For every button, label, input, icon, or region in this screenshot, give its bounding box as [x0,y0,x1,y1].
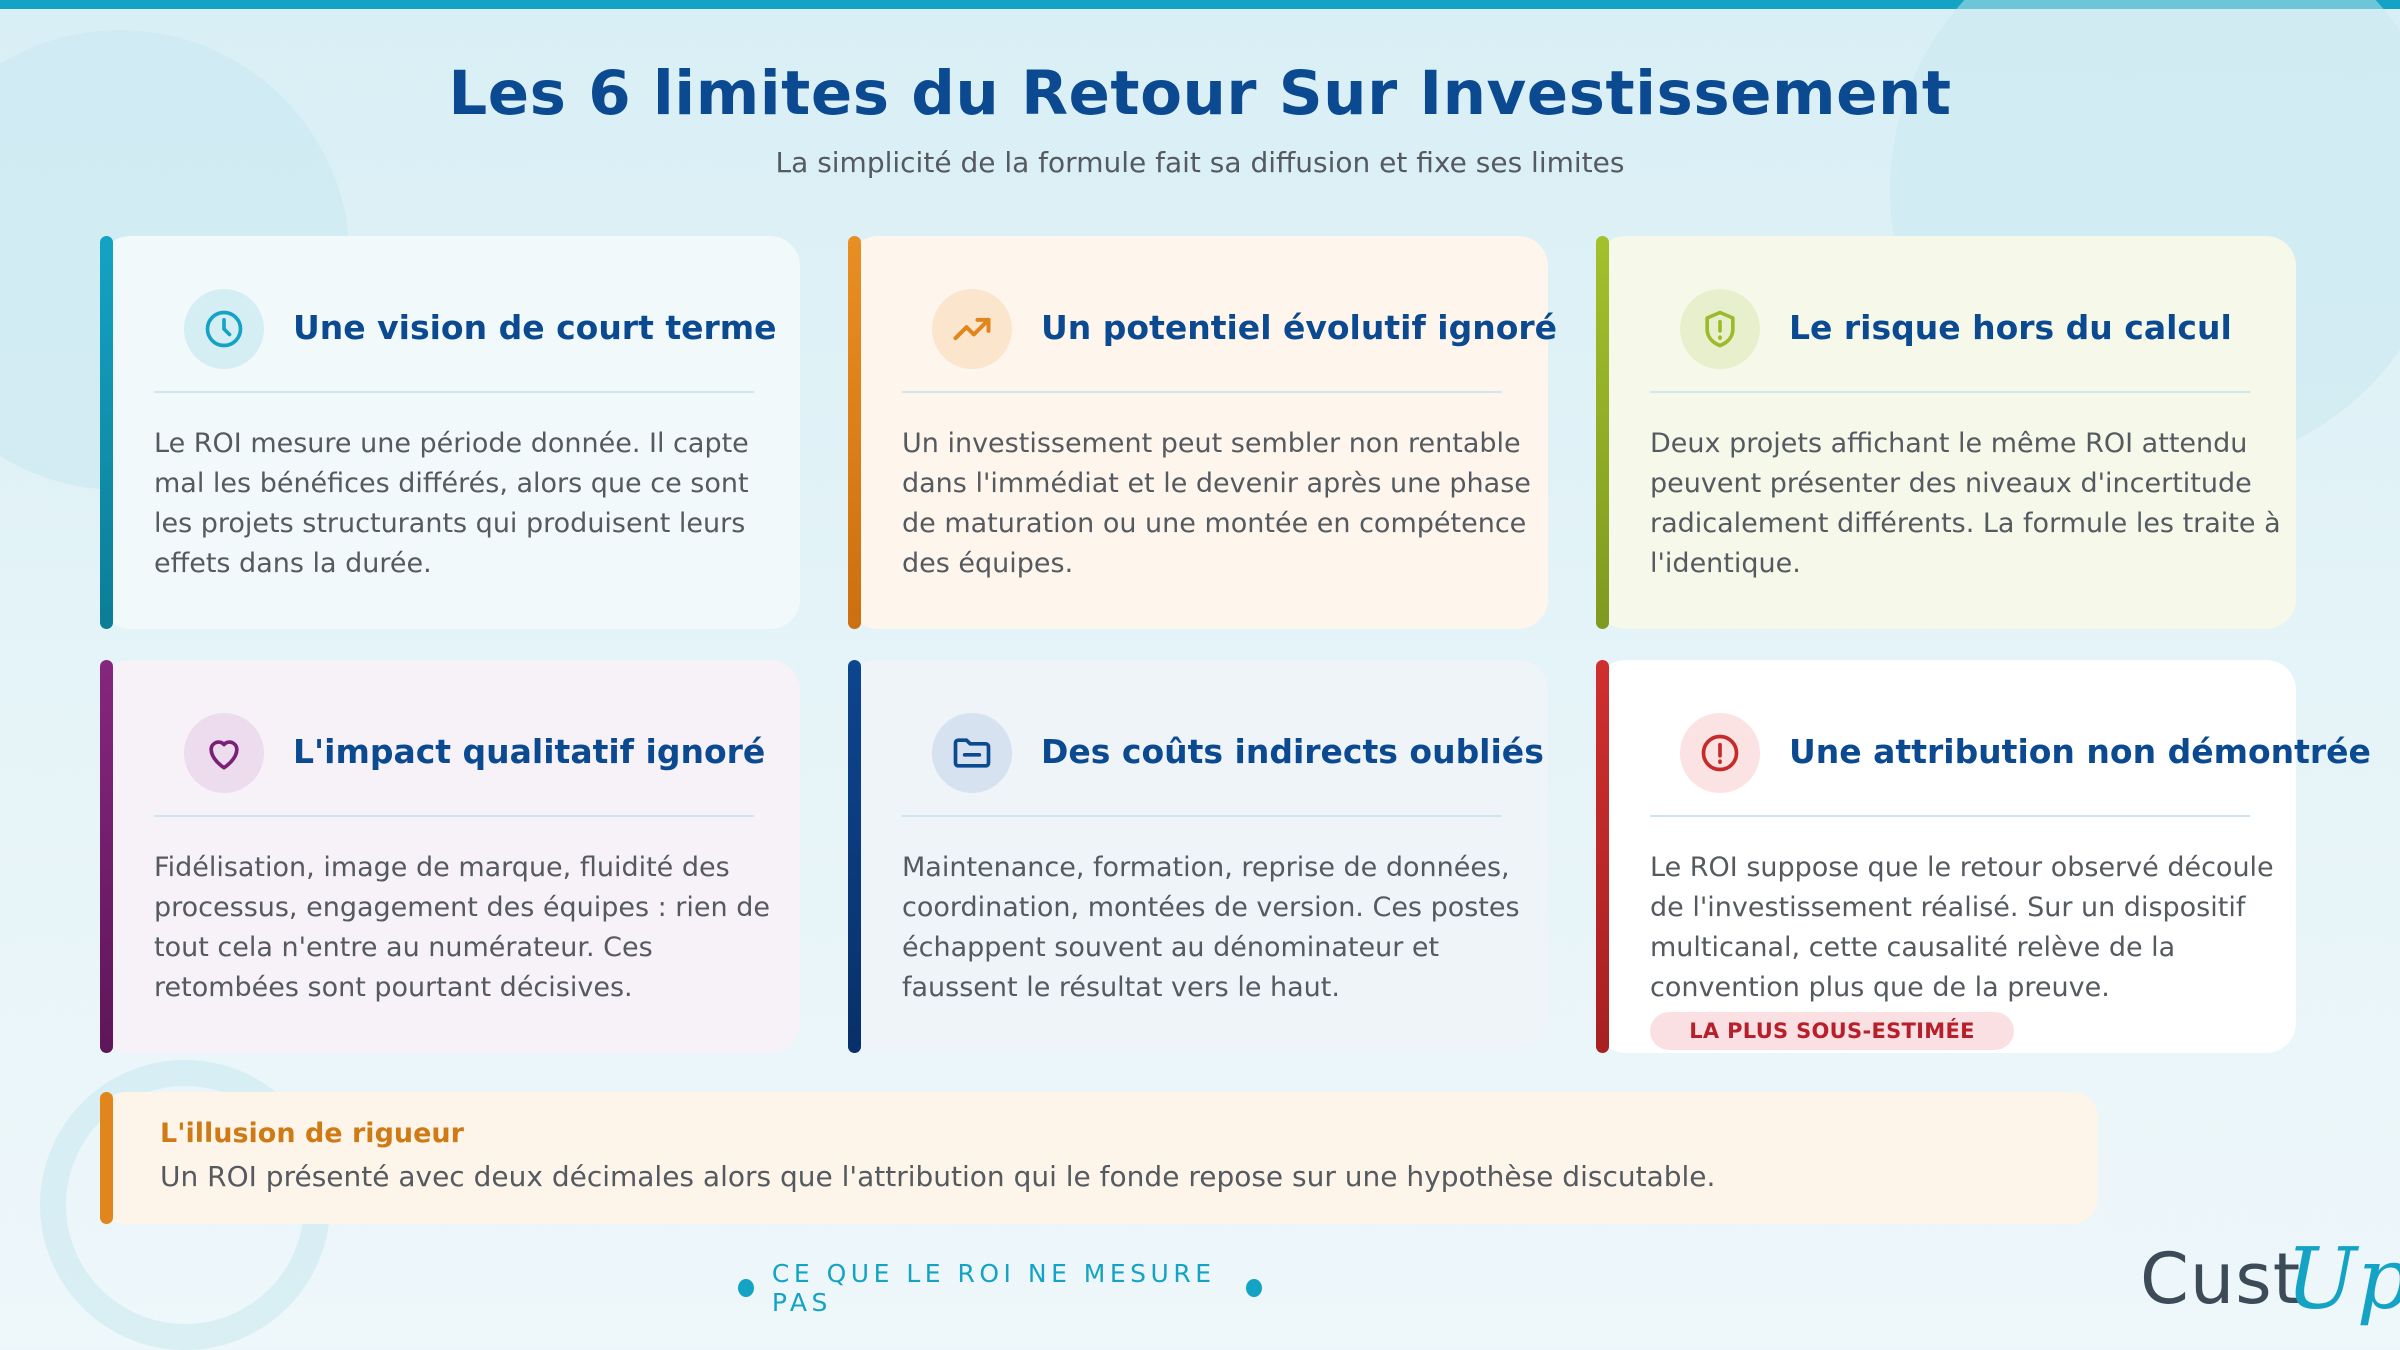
custup-logo: Cust Up [2138,1230,2400,1328]
banner-title: L'illusion de rigueur [160,1118,464,1149]
card-accent-bar [1596,660,1609,1053]
page-subtitle: La simplicité de la formule fait sa diff… [775,146,1625,179]
logo-text-cust: Cust [2140,1238,2302,1320]
card-title: Un potentiel évolutif ignoré [1041,308,1558,347]
illusion-banner: L'illusion de rigueur Un ROI présenté av… [100,1092,2098,1224]
page-title: Les 6 limites du Retour Sur Investisseme… [448,58,1952,129]
card-title: Des coûts indirects oubliés [1041,732,1544,771]
footer-tagline: CE QUE LE ROI NE MESURE PAS [720,1259,1280,1317]
footer-text: CE QUE LE ROI NE MESURE PAS [771,1259,1216,1317]
card-accent-bar [1596,236,1609,629]
card-text: Fidélisation, image de marque, fluidité … [154,852,770,1003]
card-divider [154,815,754,817]
card-divider [1650,391,2250,393]
trending-up-icon [932,289,1012,369]
card-accent-bar [100,660,113,1053]
card-accent-bar [100,236,113,629]
card-potentiel-evolutif: Un potentiel évolutif ignoré Un investis… [848,236,1557,629]
alert-circle-icon [1680,713,1760,793]
card-text: Un investissement peut sembler non renta… [902,428,1531,579]
top-accent-bar [0,0,2400,9]
card-accent-bar [848,660,861,1053]
card-title: Le risque hors du calcul [1789,308,2232,347]
card-risque: Le risque hors du calcul Deux projets af… [1596,236,2296,629]
card-title: L'impact qualitatif ignoré [293,732,766,771]
highlight-badge: LA PLUS SOUS-ESTIMÉE [1650,1012,2014,1050]
folder-icon [932,713,1012,793]
card-impact-qualitatif: L'impact qualitatif ignoré Fidélisation,… [100,660,800,1053]
banner-text: Un ROI présenté avec deux décimales alor… [160,1160,1716,1193]
card-text: Maintenance, formation, reprise de donné… [902,852,1520,1003]
card-court-terme: Une vision de court terme Le ROI mesure … [100,236,800,629]
logo-text-up: Up [2286,1230,2400,1328]
clock-icon [184,289,264,369]
card-divider [1650,815,2250,817]
card-title: Une vision de court terme [293,308,777,347]
card-couts-indirects: Des coûts indirects oubliés Maintenance,… [848,660,1548,1053]
heart-icon [184,713,264,793]
shield-alert-icon [1680,289,1760,369]
card-accent-bar [848,236,861,629]
card-text: Deux projets affichant le même ROI atten… [1650,428,2281,579]
card-text: Le ROI mesure une période donnée. Il cap… [154,428,749,579]
card-attribution: Une attribution non démontrée Le ROI sup… [1596,660,2371,1053]
card-divider [902,391,1502,393]
card-title: Une attribution non démontrée [1789,732,2371,771]
banner-accent-bar [100,1092,113,1224]
card-text: Le ROI suppose que le retour observé déc… [1650,852,2274,1003]
bullet-dot-icon [1246,1279,1262,1297]
card-divider [902,815,1502,817]
bullet-dot-icon [738,1279,754,1297]
card-divider [154,391,754,393]
